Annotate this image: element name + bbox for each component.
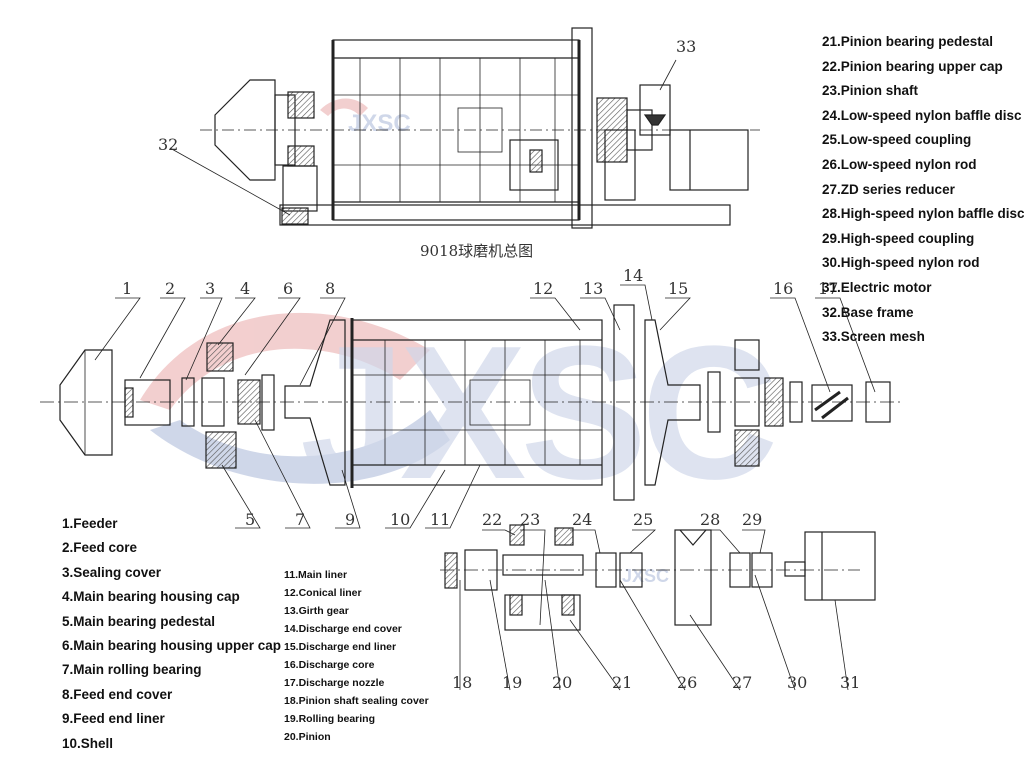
- svg-text:JXSC: JXSC: [348, 110, 411, 137]
- part-number-12: 12: [533, 279, 553, 298]
- legend-item: 12.Conical liner: [284, 587, 362, 599]
- part-number-27: 27: [732, 673, 752, 692]
- legend-item: 24.Low-speed nylon baffle disc: [822, 107, 1022, 123]
- exploded-part-numbers: 1 2 3 4 6 8 12 13 14 15 16 17 5 7 9 10 1…: [122, 266, 838, 529]
- part-number-10: 10: [390, 510, 410, 529]
- legend-item: 28.High-speed nylon baffle disc: [822, 206, 1024, 222]
- legend-item: 30.High-speed nylon rod: [822, 255, 980, 271]
- legend-item: 7.Main rolling bearing: [62, 662, 202, 678]
- svg-text:JXSC: JXSC: [622, 566, 669, 586]
- part-number-13: 13: [583, 279, 603, 298]
- legend-item: 20.Pinion: [284, 731, 331, 743]
- watermark-text: JXSC: [300, 307, 774, 519]
- legend-item: 22.Pinion bearing upper cap: [822, 58, 1003, 74]
- part-number-16: 16: [773, 279, 793, 298]
- part-number-31: 31: [840, 673, 860, 692]
- legend-item: 18.Pinion shaft sealing cover: [284, 695, 429, 707]
- part-number-32: 32: [158, 135, 178, 154]
- part-number-4: 4: [240, 279, 250, 298]
- legend-item: 33.Screen mesh: [822, 329, 925, 345]
- drawing-caption: 9018球磨机总图: [420, 242, 534, 260]
- legend-item: 10.Shell: [62, 735, 114, 751]
- drive-part-numbers: 22 23 24 25 28 29 18 19 20 21 26 27 30 3…: [452, 510, 860, 692]
- part-number-5: 5: [245, 510, 255, 529]
- legend-item: 29.High-speed coupling: [822, 230, 975, 246]
- part-number-24: 24: [572, 510, 592, 529]
- legend-right: 21.Pinion bearing pedestal 22.Pinion bear…: [822, 30, 1024, 350]
- part-number-17: 17: [818, 279, 838, 298]
- part-number-9: 9: [345, 510, 355, 529]
- part-number-28: 28: [700, 510, 720, 529]
- legend-item: 23.Pinion shaft: [822, 83, 919, 99]
- legend-item: 1.Feeder: [62, 516, 118, 531]
- legend-item: 13.Girth gear: [284, 605, 349, 617]
- part-number-29: 29: [742, 510, 762, 529]
- part-number-1: 1: [122, 279, 132, 298]
- part-number-23: 23: [520, 510, 540, 529]
- legend-item: 2.Feed core: [62, 540, 138, 556]
- assembly-top-view: [169, 27, 760, 229]
- legend-mid: 11.Main liner 12.Conical liner 13.Girth ge…: [284, 566, 429, 746]
- legend-item: 27.ZD series reducer: [822, 181, 955, 197]
- part-number-14: 14: [623, 266, 643, 285]
- part-number-7: 7: [295, 510, 305, 529]
- exploded-view: [40, 284, 900, 529]
- drive-train-view: [440, 524, 876, 691]
- legend-left: 1.Feeder 2.Feed core 3.Sealing cover 4.Main…: [62, 512, 281, 756]
- legend-item: 26.Low-speed nylon rod: [822, 156, 977, 172]
- legend-item: 31.Electric motor: [822, 279, 932, 295]
- legend-item: 5.Main bearing pedestal: [62, 613, 216, 629]
- legend-item: 6.Main bearing housing upper cap: [62, 638, 282, 654]
- part-number-6: 6: [283, 279, 293, 298]
- legend-item: 21.Pinion bearing pedestal: [822, 34, 994, 49]
- legend-item: 17.Discharge nozzle: [284, 677, 385, 689]
- part-number-2: 2: [165, 279, 175, 298]
- legend-item: 4.Main bearing housing cap: [62, 589, 240, 605]
- part-number-18: 18: [452, 673, 472, 692]
- legend-item: 14.Discharge end cover: [284, 623, 402, 635]
- part-number-15: 15: [668, 279, 688, 298]
- legend-item: 32.Base frame: [822, 304, 914, 320]
- legend-item: 11.Main liner: [284, 569, 348, 581]
- legend-item: 15.Discharge end liner: [284, 641, 397, 653]
- part-number-25: 25: [633, 510, 653, 529]
- part-number-21: 21: [612, 673, 632, 692]
- part-number-33: 33: [676, 37, 696, 56]
- legend-item: 3.Sealing cover: [62, 564, 162, 580]
- part-number-30: 30: [787, 673, 807, 692]
- part-number-3: 3: [205, 279, 215, 298]
- legend-item: 25.Low-speed coupling: [822, 132, 972, 148]
- legend-item: 9.Feed end liner: [62, 711, 165, 727]
- part-number-8: 8: [325, 279, 335, 298]
- legend-item: 16.Discharge core: [284, 659, 375, 671]
- part-number-22: 22: [482, 510, 502, 529]
- part-number-20: 20: [552, 673, 572, 692]
- part-number-26: 26: [677, 673, 697, 692]
- legend-item: 19.Rolling bearing: [284, 713, 376, 725]
- part-number-11: 11: [430, 510, 450, 529]
- part-number-19: 19: [502, 673, 522, 692]
- legend-item: 8.Feed end cover: [62, 686, 173, 702]
